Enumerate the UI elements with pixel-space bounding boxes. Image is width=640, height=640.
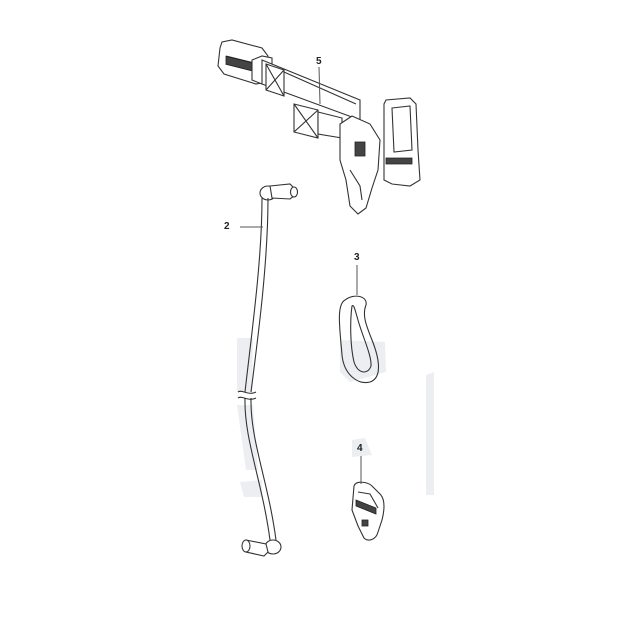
part-4-hook-clip[interactable]	[351, 481, 385, 541]
part-5-harness-strap[interactable]	[217, 39, 421, 215]
leader-line-5	[318, 66, 321, 105]
callout-4: 4	[357, 443, 363, 454]
part-3-loop-ring[interactable]	[338, 295, 380, 384]
callout-5: 5	[316, 56, 322, 67]
callout-3: 3	[354, 252, 360, 263]
part-2-lanyard-cord[interactable]	[237, 183, 299, 557]
callout-2: 2	[224, 221, 230, 232]
watermark	[237, 338, 434, 497]
